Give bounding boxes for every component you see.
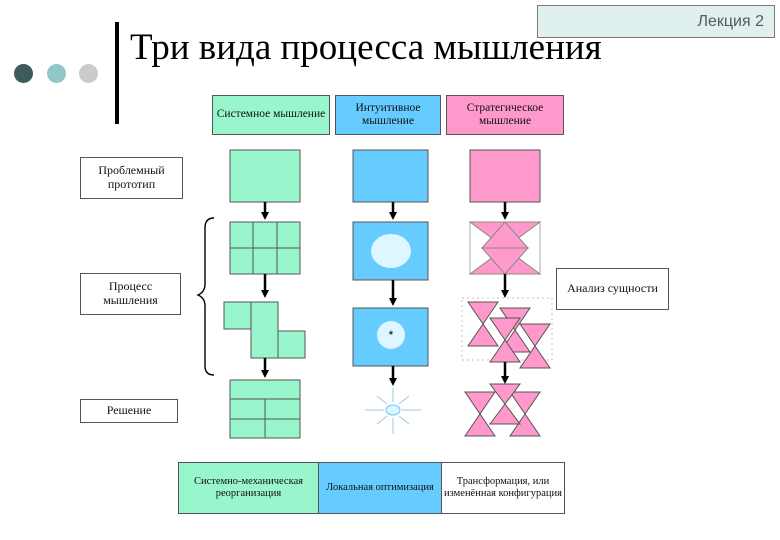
intuitive-spark-core	[385, 404, 401, 416]
intuitive-bright-circle	[371, 234, 411, 268]
strategic-scattered-triangles	[461, 297, 553, 369]
systemic-prototype-square	[229, 149, 301, 203]
systemic-split-block	[223, 301, 306, 359]
decor-dot-light	[79, 64, 98, 83]
result-systemic: Системно-механическая реорганизация	[178, 462, 319, 514]
page-title: Три вида процесса мышления	[130, 27, 602, 68]
decor-dot-mid	[47, 64, 66, 83]
column-header-systemic: Системное мышление	[212, 95, 330, 135]
decor-dot-dark	[14, 64, 33, 83]
systemic-solution-block	[229, 379, 301, 439]
strategic-solution-triangles	[464, 383, 541, 437]
row-label-solution: Решение	[80, 399, 178, 423]
intuitive-spark	[365, 388, 421, 434]
strategic-prototype-square	[469, 149, 541, 203]
result-intuitive: Локальная оптимизация	[318, 462, 442, 514]
row-label-prototype: Проблемный прототип	[80, 157, 183, 199]
side-label-essence: Анализ сущности	[556, 268, 669, 310]
intuitive-prototype-square	[352, 149, 429, 203]
column-header-intuitive: Интуитивное мышление	[335, 95, 441, 135]
column-header-strategic: Стратегическое мышление	[446, 95, 564, 135]
intuitive-small-circle	[377, 321, 405, 349]
title-divider	[115, 22, 119, 124]
row-label-process: Процесс мышления	[80, 273, 181, 315]
result-strategic: Трансформация, или изменённая конфигурац…	[441, 462, 565, 514]
svg-text:*: *	[389, 328, 394, 342]
lecture-label: Лекция 2	[537, 5, 775, 38]
systemic-grid-block	[229, 221, 301, 275]
process-brace	[196, 217, 215, 376]
strategic-hourglass-block	[468, 221, 542, 275]
